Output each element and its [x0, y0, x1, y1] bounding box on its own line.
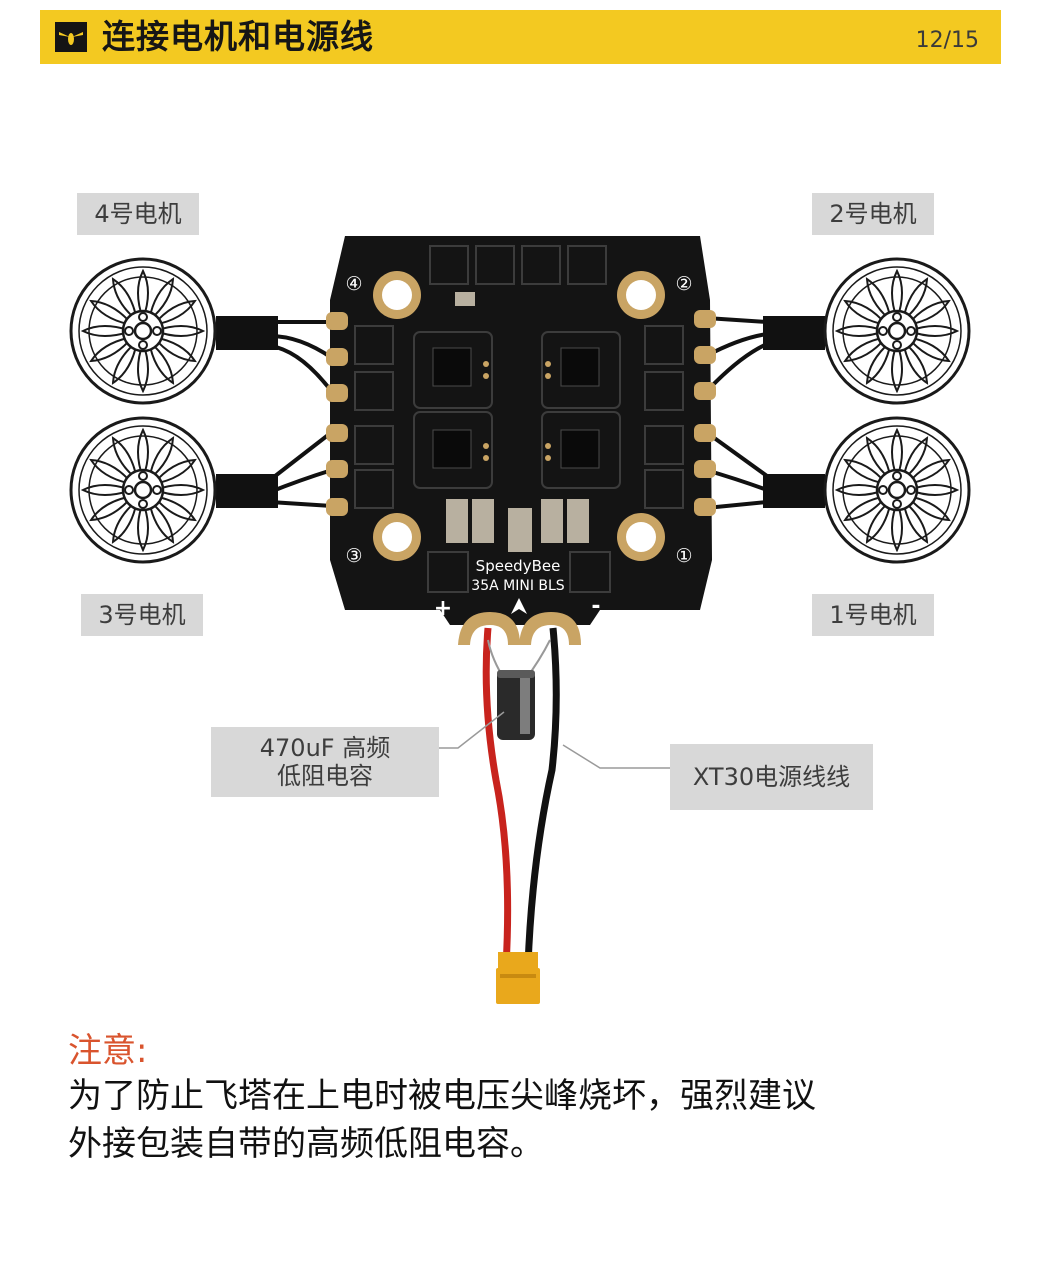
motor2-label: 2号电机: [812, 193, 934, 235]
page-indicator: 12/15: [915, 28, 979, 53]
note-line-1: 为了防止飞塔在上电时被电压尖峰烧坏，强烈建议: [68, 1076, 816, 1116]
motor4-heatshrink: [216, 316, 278, 350]
motor1-heatshrink: [763, 474, 825, 508]
arrow-icon: [511, 598, 527, 614]
capacitor-label-line1: 470uF 高频: [259, 734, 391, 762]
esc-board: ④ ② ③ ① SpeedyBee 35A MINI BLS + -: [326, 236, 716, 645]
motor2-heatshrink: [763, 316, 825, 350]
capacitor-icon: [497, 670, 535, 740]
xt30-connector-icon: [496, 952, 540, 1004]
capacitor-label-line2: 低阻电容: [277, 762, 373, 790]
header-bar: 连接电机和电源线 12/15: [40, 10, 1001, 64]
bee-logo-icon: [55, 22, 87, 52]
power-cable-label: XT30电源线线: [670, 744, 873, 810]
note-body: 为了防止飞塔在上电时被电压尖峰烧坏，强烈建议 外接包装自带的高频低阻电容。: [68, 1072, 968, 1168]
note-line-2: 外接包装自带的高频低阻电容。: [68, 1124, 544, 1164]
capacitor-label: 470uF 高频 低阻电容: [211, 727, 439, 797]
xt30-leader-line: [562, 744, 670, 769]
corner-number-4: ④: [345, 273, 362, 295]
motor-2-icon: [823, 257, 971, 405]
note-title: 注意:: [68, 1031, 148, 1071]
motor-1-icon: [823, 416, 971, 564]
capacitor-leader-line: [439, 711, 505, 749]
plus-sign: +: [434, 596, 452, 621]
corner-number-3: ③: [345, 545, 362, 567]
motor1-label: 1号电机: [812, 594, 934, 636]
motor3-heatshrink: [216, 474, 278, 508]
negative-wire: [524, 627, 560, 967]
corner-number-2: ②: [675, 273, 692, 295]
board-model: 35A MINI BLS: [471, 578, 565, 594]
motor-3-icon: [69, 416, 217, 564]
minus-sign: -: [591, 594, 600, 619]
motor-4-icon: [69, 257, 217, 405]
page-title: 连接电机和电源线: [102, 17, 374, 56]
corner-number-1: ①: [675, 545, 692, 567]
motor4-label: 4号电机: [77, 193, 199, 235]
positive-wire: [482, 627, 512, 967]
motor3-label: 3号电机: [81, 594, 203, 636]
board-brand: SpeedyBee: [476, 557, 561, 575]
